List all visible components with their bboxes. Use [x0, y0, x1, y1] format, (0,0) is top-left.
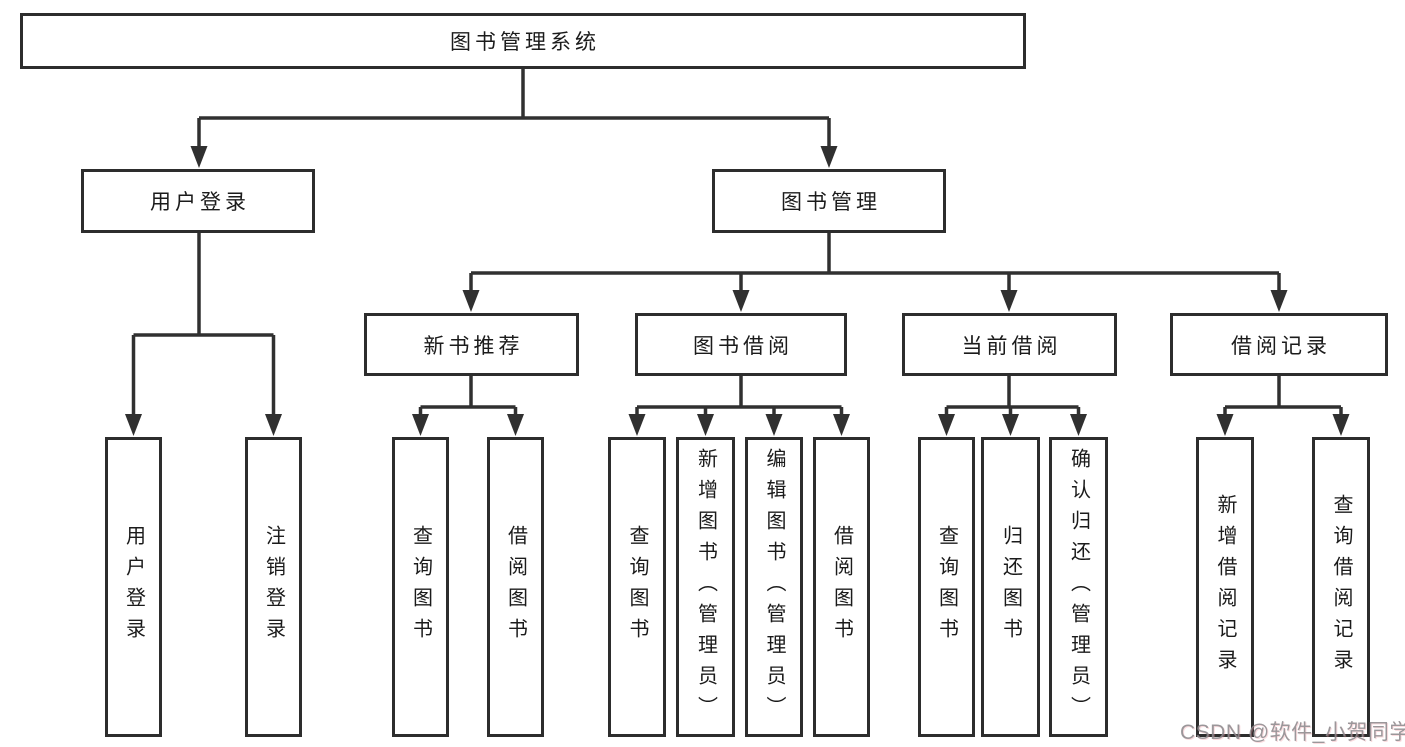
node-label: 新书推荐	[423, 334, 524, 358]
node-book-borrowing: 图书借阅	[635, 313, 847, 376]
node-label: 图书管理	[781, 191, 881, 214]
arrowhead-icon	[412, 414, 429, 436]
arrowhead-icon	[190, 146, 208, 168]
node-current-borrowing: 当前借阅	[902, 313, 1117, 376]
arrowhead-icon	[833, 414, 850, 436]
arrowhead-icon	[820, 146, 838, 168]
node-label: 借阅记录	[1231, 334, 1331, 358]
arrowhead-icon	[1270, 290, 1288, 312]
arrowhead-icon	[1070, 414, 1087, 436]
node-library-management-system: 图书管理系统	[20, 13, 1026, 69]
node-label: 当前借阅	[961, 334, 1062, 358]
arrowhead-icon	[697, 414, 714, 436]
arrowhead-icon	[265, 414, 282, 436]
arrowhead-icon	[125, 414, 142, 436]
leaf-return-books: 归还图书	[981, 437, 1040, 737]
node-borrowing-records: 借阅记录	[1170, 313, 1388, 376]
leaf-label: 确认归还（管理员）	[1067, 447, 1090, 727]
leaf-label: 用户登录	[122, 525, 145, 649]
leaf-borrow-books-borrowing: 借阅图书	[813, 437, 870, 737]
node-label: 图书借阅	[693, 334, 793, 358]
arrowhead-icon	[732, 290, 750, 312]
arrowhead-icon	[765, 414, 783, 436]
arrowhead-icon	[462, 290, 480, 312]
arrowhead-icon	[1332, 414, 1350, 436]
leaf-label: 借阅图书	[830, 525, 853, 649]
leaf-query-books-current: 查询图书	[918, 437, 975, 737]
leaf-query-books-recommend: 查询图书	[392, 437, 449, 737]
leaf-edit-books-admin: 编辑图书（管理员）	[745, 437, 803, 737]
leaf-add-borrow-record: 新增借阅记录	[1196, 437, 1254, 737]
leaf-add-books-admin: 新增图书（管理员）	[676, 437, 735, 737]
leaf-label: 新增图书（管理员）	[694, 447, 717, 727]
watermark: CSDN @软件_小贺同学	[1180, 721, 1405, 744]
leaf-label: 查询图书	[409, 525, 432, 649]
leaf-confirm-return-admin: 确认归还（管理员）	[1049, 437, 1108, 737]
leaf-borrow-books-recommend: 借阅图书	[487, 437, 544, 737]
arrowhead-icon	[938, 414, 955, 436]
node-new-book-recommendation: 新书推荐	[364, 313, 579, 376]
leaf-label: 新增借阅记录	[1214, 494, 1236, 680]
leaf-label: 查询图书	[626, 525, 648, 649]
leaf-label: 查询借阅记录	[1330, 494, 1352, 680]
leaf-label: 编辑图书（管理员）	[763, 447, 785, 727]
leaf-query-borrow-record: 查询借阅记录	[1312, 437, 1370, 737]
arrowhead-icon	[1216, 414, 1234, 436]
leaf-label: 归还图书	[999, 525, 1022, 649]
leaf-label: 查询图书	[935, 525, 958, 649]
leaf-label: 注销登录	[262, 525, 285, 649]
node-user-login: 用户登录	[81, 169, 315, 233]
node-book-management: 图书管理	[712, 169, 946, 233]
arrowhead-icon	[1000, 290, 1018, 312]
leaf-user-login: 用户登录	[105, 437, 162, 737]
node-label: 用户登录	[150, 191, 250, 214]
arrowhead-icon	[628, 414, 646, 436]
arrowhead-icon	[507, 414, 524, 436]
leaf-logout-login: 注销登录	[245, 437, 302, 737]
node-label: 图书管理系统	[450, 31, 600, 54]
leaf-query-books-borrowing: 查询图书	[608, 437, 666, 737]
leaf-label: 借阅图书	[504, 525, 527, 649]
arrowhead-icon	[1002, 414, 1019, 436]
